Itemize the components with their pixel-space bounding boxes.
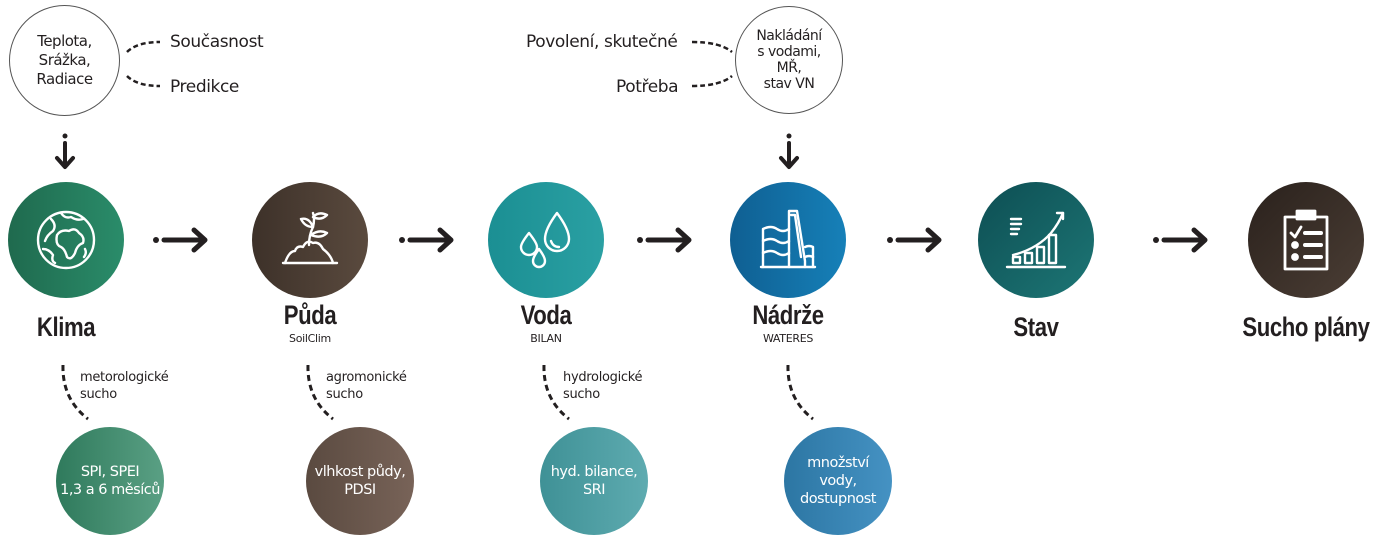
node-puda: [252, 182, 368, 298]
node-stav: [978, 182, 1094, 298]
water-use-label-demand: Potřeba: [616, 77, 679, 97]
node-subtitle-puda: SoilClim: [289, 332, 331, 345]
node-title-stav: Stav: [1013, 312, 1059, 342]
water-use-connectors: [691, 40, 733, 88]
clipboard-checklist-icon: [1283, 209, 1329, 271]
growth-chart-icon: [1005, 211, 1067, 269]
node-sucho-plany: [1248, 182, 1364, 298]
node-subtitle-nadrze: WATERES: [762, 332, 814, 345]
indicator-circle-hydrological: hyd. bilance,SRI: [540, 427, 648, 535]
climate-input-line: Radiace: [36, 70, 93, 88]
flow-arrow-icon: [1153, 227, 1208, 253]
flow-arrow-icon: [637, 227, 692, 253]
drought-connector: [786, 364, 814, 421]
water-use-label-permits: Povolení, skutečné: [526, 32, 678, 52]
down-arrow-icon: [55, 133, 75, 169]
down-arrow-icon: [779, 133, 799, 169]
water-use-inputs-circle: Nakládání s vodami, MŘ, stav VN: [735, 6, 843, 114]
node-klima: [8, 182, 124, 298]
drought-connector: [306, 364, 334, 421]
node-title-puda: Půda: [283, 300, 337, 330]
climate-inputs-circle: Teplota, Srážka, Radiace: [9, 5, 120, 116]
dam-icon: [759, 209, 817, 269]
water-use-input-line: s vodami,: [757, 44, 821, 60]
node-title-klima: Klima: [36, 312, 96, 342]
node-title-voda: Voda: [520, 300, 572, 330]
node-voda: [488, 182, 604, 298]
climate-input-connectors: [126, 40, 161, 88]
climate-input-label-current: Současnost: [170, 32, 264, 52]
drought-connector: [61, 364, 89, 421]
water-drops-icon: [519, 211, 571, 269]
plant-soil-icon: [281, 211, 339, 265]
globe-icon: [36, 210, 96, 270]
flow-arrow-icon: [153, 227, 208, 253]
flow-arrow-icon: [399, 227, 454, 253]
node-title-nadrze: Nádrže: [752, 300, 824, 330]
drought-connector: [542, 364, 570, 421]
node-subtitle-voda: BILAN: [530, 332, 562, 345]
node-nadrze: [730, 182, 846, 298]
flow-arrow-icon: [887, 227, 942, 253]
indicator-circle-agronomic: vlhkost půdy,PDSI: [306, 427, 414, 535]
climate-input-label-prediction: Predikce: [170, 77, 239, 97]
water-use-input-line: Nakládání: [756, 28, 822, 44]
climate-input-line: Teplota,: [37, 32, 92, 50]
water-use-input-line: stav VN: [763, 76, 815, 92]
climate-input-line: Srážka,: [38, 51, 91, 69]
water-use-input-line: MŘ,: [776, 60, 802, 76]
node-title-sucho-plany: Sucho plány: [1242, 312, 1370, 342]
